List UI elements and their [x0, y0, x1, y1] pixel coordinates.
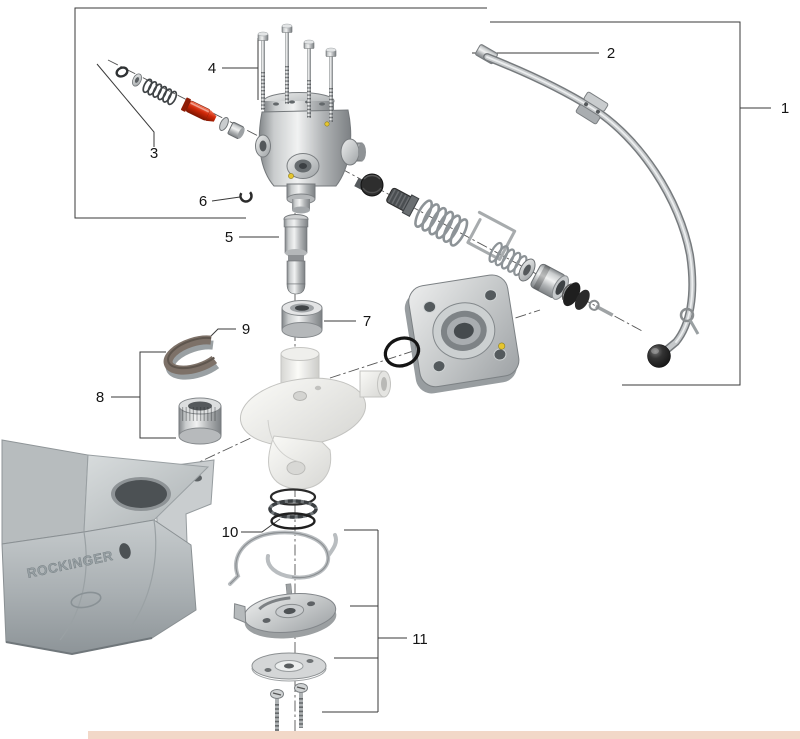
callout-1: 1	[781, 100, 789, 117]
kit-washer-1	[132, 73, 142, 87]
part-kingpin	[283, 214, 309, 295]
body-grease-nipple-2	[324, 121, 330, 127]
flange-hole-br	[493, 348, 507, 361]
flange-hole-bl	[432, 360, 446, 373]
washer-plate	[251, 652, 327, 682]
o-ring	[383, 336, 421, 368]
callout-2: 2	[607, 45, 615, 62]
flange-bore-deep	[453, 322, 474, 339]
part-mounting-bolts	[257, 23, 337, 122]
funnel-hook-hole	[286, 461, 306, 475]
leader-9	[206, 328, 236, 341]
chain-threaded-fitting	[386, 187, 420, 218]
flange-hole-tr	[484, 289, 498, 302]
callout-leader-lines	[74, 7, 771, 713]
bracket-8	[139, 351, 176, 439]
flange-grease-nipple	[498, 342, 506, 350]
callout-5: 5	[225, 229, 233, 246]
group-box-1	[74, 7, 487, 219]
bolt-4	[325, 47, 337, 122]
body-neck-lower	[292, 199, 310, 210]
casting-front-hole	[119, 543, 131, 559]
part-funnel-housing	[239, 347, 391, 490]
callout-8: 8	[96, 389, 104, 406]
screw-2	[294, 683, 308, 728]
part-bearing-bush	[281, 300, 323, 338]
callout-6: 6	[199, 193, 207, 210]
kit-spring	[142, 78, 178, 106]
callout-9: 9	[242, 321, 250, 338]
linch-pin	[688, 319, 700, 335]
chain-wire-clip	[466, 210, 517, 261]
casting-crease-2	[129, 519, 157, 629]
footer-strip	[88, 731, 800, 739]
part-guide-casting: ROCKINGER	[1, 439, 215, 656]
chain-end-pin	[588, 299, 614, 317]
kit-washer-2	[219, 117, 229, 131]
part-flange-plate	[404, 274, 520, 394]
part-wear-plate	[163, 335, 229, 380]
flange-hole-tl	[423, 300, 437, 313]
part-hand-lever	[475, 44, 700, 368]
casting-bottom-shadow	[5, 637, 153, 656]
chain-knob	[354, 173, 384, 197]
funnel-hole-2	[314, 385, 322, 391]
part-ring-set	[268, 488, 318, 530]
callout-11: 11	[412, 631, 428, 648]
chain-spring-small	[488, 241, 528, 277]
casting-hole	[115, 480, 167, 508]
bolt-2	[281, 23, 293, 104]
bolt-1	[257, 31, 269, 110]
chain-cup-washer	[518, 258, 536, 282]
funnel-crease	[267, 419, 301, 463]
callout-10: 10	[222, 524, 239, 541]
kit-red-pin	[180, 97, 217, 122]
chain-spring-large	[414, 199, 469, 247]
casting-logo-oval	[70, 591, 102, 609]
lever-ball-grip	[647, 344, 671, 368]
chain-socket-bush	[530, 263, 569, 300]
part-linkage-chain	[354, 173, 614, 317]
callout-labels: 1 2 3 4 5 6 7 8 9 10 11	[96, 45, 789, 648]
part-coupling-body	[255, 92, 366, 214]
part-retaining-clip	[239, 189, 253, 203]
cam-plate	[233, 583, 337, 639]
funnel-neck-top	[280, 347, 320, 361]
callout-3: 3	[150, 145, 158, 162]
body-right-boss	[340, 138, 360, 166]
callout-7: 7	[363, 313, 371, 330]
casting-back-wall	[1, 439, 89, 545]
bracket-1	[490, 21, 741, 386]
part-lower-mount-kit	[228, 530, 339, 734]
axis-linkage-chain	[339, 167, 645, 333]
lever-rod-highlight	[486, 56, 694, 343]
lever-clamp-collar	[575, 91, 609, 125]
funnel-hole-1	[293, 391, 307, 401]
kit-o-ring	[115, 66, 129, 78]
leader-3	[96, 63, 155, 147]
casting-crease-1	[59, 531, 87, 641]
cotter-spring	[228, 530, 339, 586]
bolt-3	[303, 39, 315, 118]
part-release-pin-kit	[115, 66, 245, 139]
screw-1	[270, 689, 284, 734]
chain-rubber-buffer	[561, 282, 590, 310]
linch-pin-ring	[679, 307, 695, 323]
callout-4: 4	[208, 60, 216, 77]
body-top-band	[264, 101, 334, 113]
casting-front-face	[1, 519, 197, 655]
funnel-stub-bore	[381, 377, 387, 391]
leader-6	[211, 196, 241, 202]
lever-ball-highlight	[651, 348, 659, 354]
part-bush	[178, 397, 222, 445]
body-grease-nipple-1	[288, 173, 294, 179]
kit-nut	[227, 121, 245, 139]
